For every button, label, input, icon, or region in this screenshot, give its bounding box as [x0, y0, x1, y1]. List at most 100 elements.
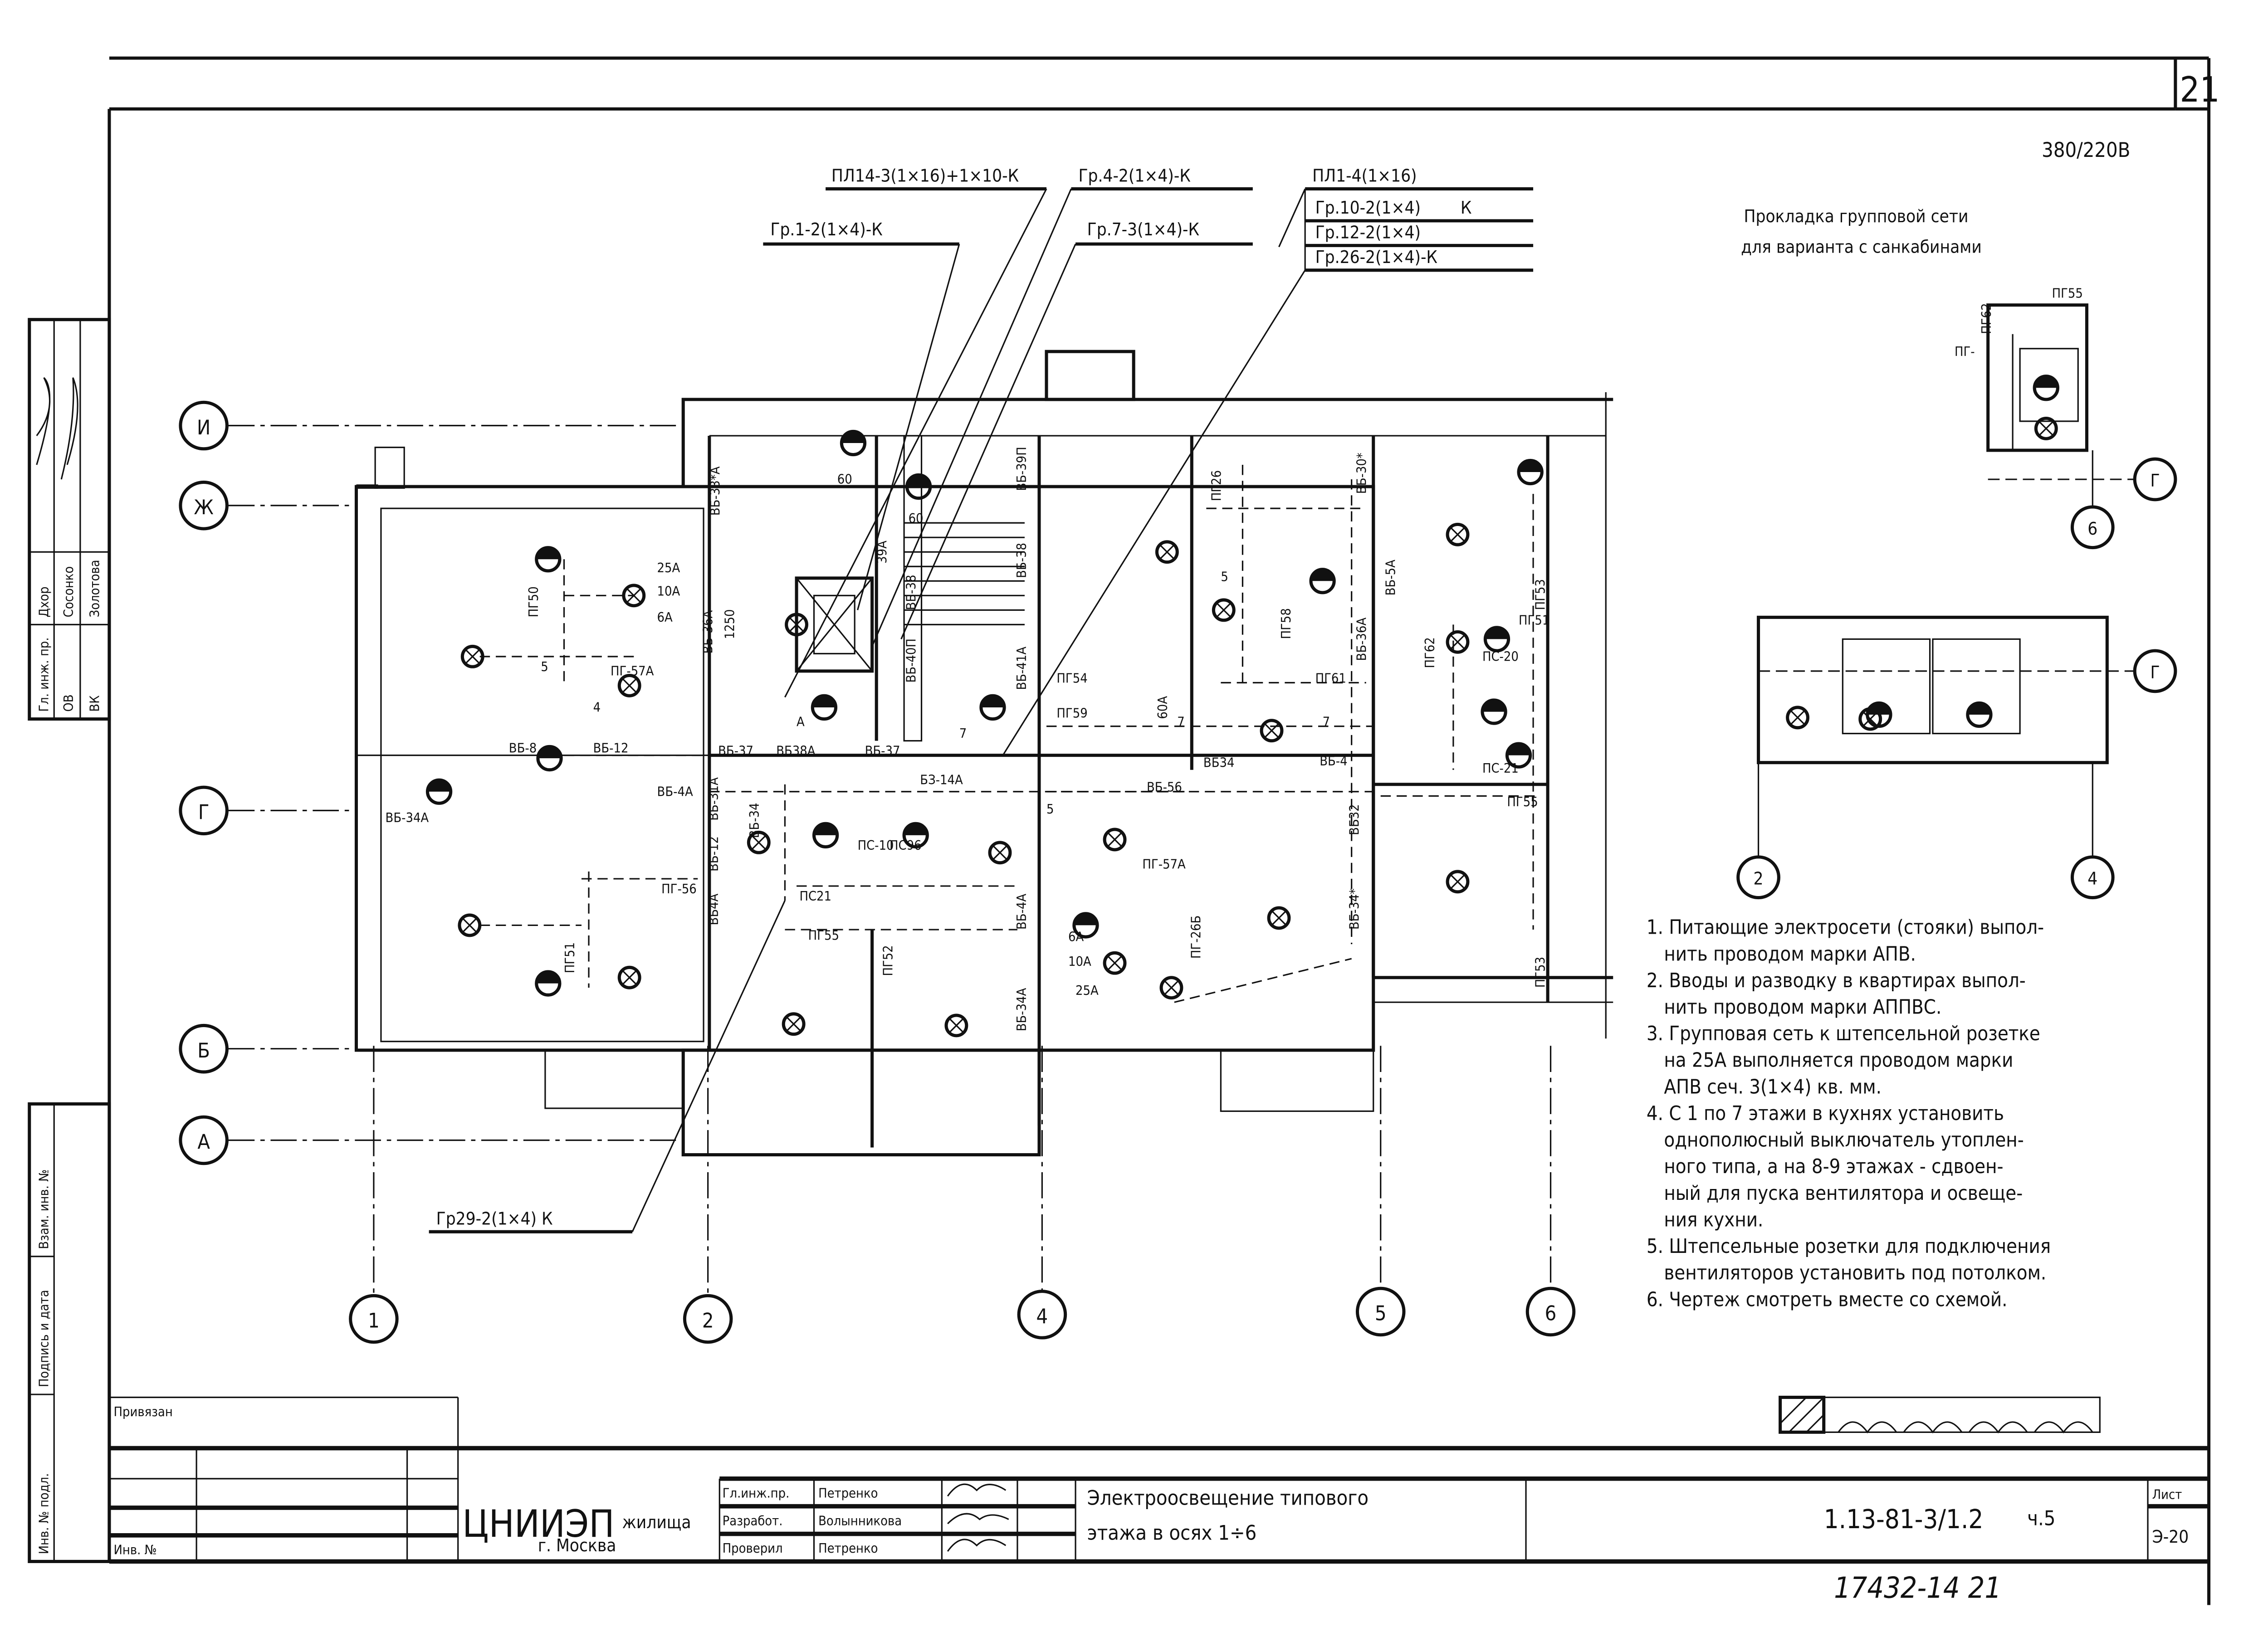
plan-label: ВБ-4 — [1320, 753, 1347, 769]
plan-label: ВБ-34А — [386, 810, 429, 825]
lamp-icon — [1786, 706, 1809, 730]
note-line: ный для пуска вентилятора и освеще- — [1664, 1182, 2023, 1205]
column-axis-marker — [683, 1294, 733, 1344]
inset-axis-marker — [2070, 855, 2115, 900]
plan-label: ВБ-12 — [593, 740, 629, 755]
socket-icon — [2033, 375, 2059, 401]
attached-label: Привязан — [114, 1404, 173, 1419]
note-line: однополюсный выключатель утоплен- — [1664, 1129, 2024, 1152]
plan-label: ПС96 — [890, 838, 922, 853]
plan-label: ВБ-37 — [718, 743, 753, 759]
inset-axis-label: 6 — [2087, 519, 2097, 539]
socket-icon — [535, 546, 562, 573]
plan-label: 1250 — [722, 609, 737, 639]
plan-label: ВБ-33*А — [707, 466, 723, 516]
column-axis-marker — [1525, 1286, 1576, 1337]
plan-label: ВБ38А — [776, 743, 816, 759]
plan-label: ПГ55 — [808, 927, 839, 943]
signature-1 — [36, 377, 78, 480]
socket-icon — [979, 694, 1006, 721]
note-line: 6. Чертеж смотреть вместе со схемой. — [1647, 1288, 2008, 1311]
column-axis-label: 5 — [1375, 1301, 1387, 1325]
row-axis-label: Г — [198, 800, 210, 824]
lamp-icon — [1267, 906, 1291, 930]
socket-icon — [1866, 701, 1892, 728]
note-line: АПВ сеч. 3(1×4) кв. мм. — [1664, 1076, 1882, 1098]
plan-label: ВБ-36А — [700, 610, 715, 654]
plan-label: ВБ-34* — [1347, 888, 1362, 930]
socket-icon — [1481, 698, 1507, 725]
socket-icon — [425, 778, 453, 805]
stamp-sign-date: Подпись и дата — [36, 1290, 51, 1387]
general-notes: 1. Питающие электросети (стояки) выпол-н… — [1647, 916, 2051, 1311]
plan-label: 7 — [959, 726, 967, 741]
socket-icon — [1966, 701, 1993, 728]
note-line: 3. Групповая сеть к штепсельной розетке — [1647, 1023, 2040, 1045]
lamp-icon — [1446, 870, 1470, 894]
cable-leader-label: Гр29-2(1×4) К — [436, 1208, 553, 1229]
stamp-role-ov: ОВ — [61, 694, 76, 711]
row-axis-marker — [179, 785, 229, 836]
inset-axis-label: 4 — [2087, 869, 2097, 889]
socket-icon — [905, 473, 932, 500]
inset-axis-label: 2 — [1754, 869, 1764, 889]
plan-label: 7 — [1323, 714, 1330, 730]
plan-label: ПГ51 — [1519, 612, 1549, 628]
cable-leader-label: К — [1461, 198, 1472, 218]
lamp-icon — [1446, 522, 1470, 546]
wall-legend — [1779, 1395, 2101, 1434]
stamp-inv-original: Инв. № подл. — [36, 1473, 51, 1554]
plan-label: 60 — [909, 511, 924, 526]
inset-label-pg55: ПГ55 — [2052, 286, 2083, 301]
cable-leader-label: ПЛ14-3(1×16)+1×10-К — [831, 166, 1019, 186]
plan-label: ПГ-57А — [611, 663, 654, 678]
column-axis-label: 6 — [1545, 1301, 1557, 1325]
inset-title-2: для варианта с санкабинами — [1741, 237, 1982, 257]
drawing-title-1: Электроосвещение типового — [1087, 1486, 1369, 1510]
note-line: на 25А выполняется проводом марки — [1664, 1049, 2013, 1072]
drawing-code: 1.13-81-3/1.2 — [1824, 1504, 1984, 1535]
plan-label: ВБ-8 — [509, 740, 537, 755]
socket-icon — [812, 822, 839, 848]
lamp-icon — [617, 673, 641, 697]
sheet-value: Э-20 — [2152, 1527, 2189, 1547]
inv-no-label: Инв. № — [114, 1542, 157, 1557]
plan-label: ВБ-56 — [1147, 780, 1182, 795]
row-axis-marker — [179, 480, 229, 531]
archive-number: 17432-14 21 — [1834, 1572, 2001, 1605]
plan-label: ВБ4А — [706, 893, 721, 925]
column-axis-label: 4 — [1036, 1304, 1048, 1328]
org-name: ЦНИИЭП — [462, 1502, 614, 1546]
plan-label: 25А — [1075, 983, 1099, 998]
voltage-label: 380/220В — [2042, 138, 2130, 162]
inset-axis-marker — [2133, 649, 2177, 693]
row-axis-marker — [179, 1023, 229, 1074]
cable-leader-label: Гр.26-2(1×4)-К — [1315, 247, 1437, 268]
plan-label: 25А — [657, 560, 680, 575]
lamp-icon — [747, 830, 771, 854]
plan-label: 10А — [657, 583, 680, 599]
socket-icon — [1483, 626, 1510, 653]
note-line: ного типа, а на 8-9 этажах - сдвоен- — [1664, 1155, 2003, 1178]
role-checker: Проверил — [723, 1540, 783, 1556]
column-axis-marker — [1017, 1290, 1067, 1340]
plan-label: ВБ-38 — [1014, 543, 1029, 578]
row-axis-marker — [179, 400, 229, 451]
plan-label: ПГ26 — [1208, 470, 1224, 501]
plan-label: ВБ34 — [1203, 755, 1235, 770]
lamp-icon — [1159, 976, 1183, 1000]
plan-label: ПГ61 — [1315, 671, 1346, 686]
floor-plan — [354, 350, 1613, 1157]
plan-label: 60 — [837, 472, 852, 487]
plan-label: ВБ-37 — [865, 743, 900, 759]
cable-leader-label: Гр.1-2(1×4)-К — [770, 219, 882, 240]
socket-icon — [1309, 568, 1336, 594]
plan-label: ПГ54 — [1056, 671, 1087, 686]
plan-label: 39А — [875, 541, 890, 564]
column-axis-label: 2 — [702, 1309, 714, 1333]
stamp-role-vk: ВК — [87, 695, 103, 711]
plan-label: ПГ-57А — [1142, 857, 1186, 872]
lamp-icon — [1103, 951, 1127, 975]
plan-label: ПГ50 — [526, 586, 541, 617]
inset-section: Прокладка групповой сети для варианта с … — [1741, 206, 2136, 857]
